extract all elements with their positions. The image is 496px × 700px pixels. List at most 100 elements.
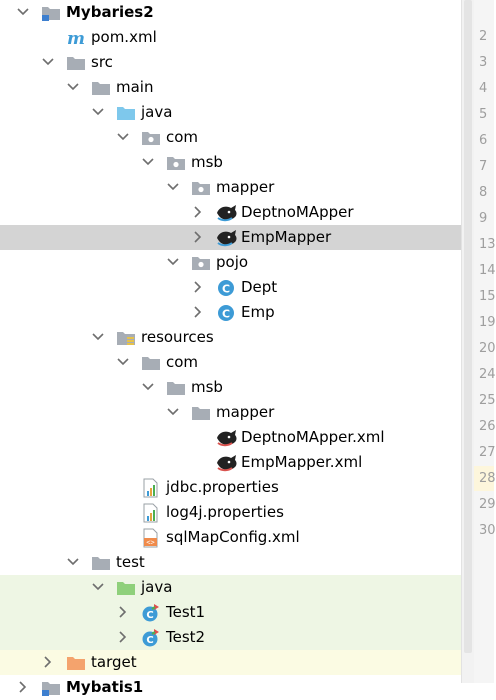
tree-node-test1[interactable]: C Test1 — [0, 600, 474, 625]
tree-node-test-java[interactable]: java — [0, 575, 474, 600]
tree-node-label: resources — [141, 328, 214, 346]
tree-node-deptnomapper-xml[interactable]: DeptnoMApper.xml — [0, 425, 474, 450]
tree-node-label: sqlMapConfig.xml — [166, 528, 300, 546]
test-class-icon: C — [141, 603, 161, 623]
chevron-right-icon[interactable] — [191, 200, 205, 225]
chevron-down-icon[interactable] — [66, 75, 80, 100]
tree-node-test[interactable]: test — [0, 550, 474, 575]
chevron-right-icon[interactable] — [41, 650, 55, 675]
tree-node-empmapper[interactable]: EmpMapper — [0, 225, 474, 250]
tree-node-label: DeptnoMApper — [241, 203, 354, 221]
tree-node-label: Test1 — [166, 603, 206, 621]
line-number: 3 — [479, 55, 488, 70]
line-number: 8 — [479, 185, 488, 200]
line-number: 14 — [479, 263, 496, 278]
chevron-down-icon[interactable] — [116, 125, 130, 150]
tree-node-target[interactable]: target — [0, 650, 474, 675]
chevron-down-icon[interactable] — [91, 325, 105, 350]
class-icon: C — [216, 278, 236, 298]
chevron-down-icon[interactable] — [41, 50, 55, 75]
package-icon — [141, 128, 161, 148]
tree-node-main[interactable]: main — [0, 75, 474, 100]
mybatis-xml-icon — [216, 428, 237, 448]
chevron-down-icon[interactable] — [116, 350, 130, 375]
tree-node-resources[interactable]: resources — [0, 325, 474, 350]
chevron-right-icon[interactable] — [191, 225, 205, 250]
chevron-down-icon[interactable] — [166, 250, 180, 275]
folder-icon — [91, 78, 111, 98]
line-number: 25 — [479, 393, 496, 408]
chevron-down-icon[interactable] — [91, 100, 105, 125]
line-number: 29 — [479, 497, 496, 512]
properties-file-icon — [141, 478, 161, 498]
svg-text:m: m — [67, 29, 85, 49]
xml-file-icon: <> — [141, 528, 161, 548]
tree-node-dept[interactable]: C Dept — [0, 275, 474, 300]
chevron-down-icon[interactable] — [91, 575, 105, 600]
tree-node-label: com — [166, 353, 199, 371]
tree-node-label: Emp — [241, 303, 275, 321]
folder-icon — [66, 53, 86, 73]
line-number: 13 — [479, 237, 496, 252]
chevron-right-icon[interactable] — [116, 600, 130, 625]
tree-node-com[interactable]: com — [0, 125, 474, 150]
line-number: 15 — [479, 289, 496, 304]
line-number: 28 — [474, 466, 496, 491]
chevron-right-icon[interactable] — [191, 300, 205, 325]
chevron-down-icon[interactable] — [66, 550, 80, 575]
tree-node-sqlmapconfig-xml[interactable]: <> sqlMapConfig.xml — [0, 525, 474, 550]
tree-node-label: pom.xml — [91, 28, 157, 46]
tree-node-mybaries2[interactable]: Mybaries2 — [0, 0, 474, 25]
tree-node-deptnomapper[interactable]: DeptnoMApper — [0, 200, 474, 225]
tree-node-next-module[interactable]: Mybatis1 — [0, 675, 474, 700]
tree-node-res-mapper[interactable]: mapper — [0, 400, 474, 425]
chevron-down-icon[interactable] — [16, 0, 30, 25]
line-number: 24 — [479, 367, 496, 382]
tree-node-log4j-properties[interactable]: log4j.properties — [0, 500, 474, 525]
chevron-down-icon[interactable] — [141, 150, 155, 175]
tree-node-res-msb[interactable]: msb — [0, 375, 474, 400]
chevron-down-icon[interactable] — [141, 375, 155, 400]
line-number: 9 — [479, 211, 488, 226]
tree-node-empmapper-xml[interactable]: EmpMapper.xml — [0, 450, 474, 475]
tree-node-msb[interactable]: msb — [0, 150, 474, 175]
tree-node-label: msb — [191, 378, 223, 396]
svg-text:C: C — [146, 610, 153, 621]
scrollbar-thumb[interactable] — [464, 0, 472, 653]
tree-node-pom-xml[interactable]: m pom.xml — [0, 25, 474, 50]
tree-node-res-com[interactable]: com — [0, 350, 474, 375]
test-class-icon: C — [141, 628, 161, 648]
tree-node-java[interactable]: java — [0, 100, 474, 125]
mybatis-interface-icon — [216, 228, 237, 248]
tree-node-label: EmpMapper — [241, 228, 332, 246]
chevron-right-icon[interactable] — [16, 675, 30, 700]
tree-node-label: msb — [191, 153, 223, 171]
chevron-down-icon[interactable] — [166, 400, 180, 425]
tree-node-label: Mybaries2 — [66, 3, 154, 21]
tree-node-label: jdbc.properties — [166, 478, 279, 496]
test-root-folder-icon — [116, 578, 136, 598]
chevron-down-icon[interactable] — [166, 175, 180, 200]
project-folder-icon — [41, 3, 61, 23]
package-icon — [191, 253, 211, 273]
folder-icon — [91, 553, 111, 573]
chevron-right-icon[interactable] — [116, 625, 130, 650]
vertical-scrollbar[interactable] — [461, 0, 474, 683]
tree-node-mapper[interactable]: mapper — [0, 175, 474, 200]
tree-node-label: Mybatis1 — [66, 678, 144, 696]
chevron-right-icon[interactable] — [191, 275, 205, 300]
tree-node-label: log4j.properties — [166, 503, 284, 521]
svg-text:<>: <> — [146, 539, 154, 547]
line-number: 27 — [479, 445, 496, 460]
tree-node-jdbc-properties[interactable]: jdbc.properties — [0, 475, 474, 500]
tree-node-src[interactable]: src — [0, 50, 474, 75]
tree-node-label: mapper — [216, 403, 275, 421]
properties-file-icon — [141, 503, 161, 523]
tree-node-pojo[interactable]: pojo — [0, 250, 474, 275]
tree-node-label: target — [91, 653, 137, 671]
line-number: 26 — [479, 419, 496, 434]
tree-node-label: Dept — [241, 278, 278, 296]
